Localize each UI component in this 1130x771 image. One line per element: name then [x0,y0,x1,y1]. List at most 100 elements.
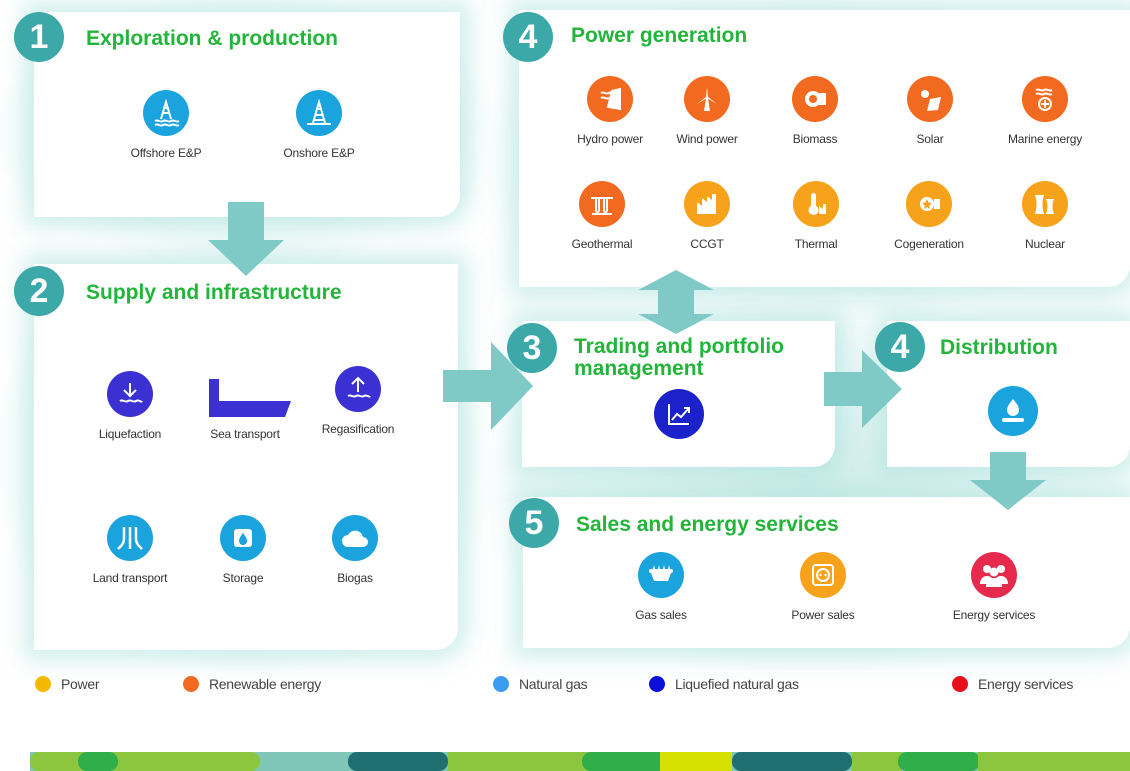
wind-turbine-icon [684,76,730,122]
supply-panel [34,264,458,650]
biomass-item: Biomass [760,76,870,146]
legend-label: Renewable energy [209,676,321,692]
biogas-item: Biogas [300,515,410,585]
arrow-updown-icon [638,270,714,334]
energy-services-item: Energy services [939,552,1049,622]
arrow-right-icon [443,342,533,430]
offshore-platform-icon [143,90,189,136]
item-label: Biomass [792,132,838,146]
legend-item-lng: Liquefied natural gas [649,676,799,692]
arrow-right-icon [824,350,902,428]
item-label: Storage [222,571,264,585]
legend-item-natural-gas: Natural gas [493,676,588,692]
ship-icon [199,371,291,417]
item-label: Power sales [791,608,855,622]
solar-item: Solar [875,76,985,146]
distribution-title: Distribution [940,336,1058,359]
storage-item: Storage [188,515,298,585]
biomass-icon [792,76,838,122]
item-label: Hydro power [577,132,643,146]
legend-dot [183,676,199,692]
distribution-item [958,386,1068,436]
item-label: Regasification [321,422,395,436]
gas-burner-icon [638,552,684,598]
legend-label: Natural gas [519,676,588,692]
power-generation-title: Power generation [571,24,748,47]
item-label: Wind power [676,132,738,146]
legend-label: Power [61,676,100,692]
people-group-icon [971,552,1017,598]
exploration-title: Exploration & production [86,27,338,50]
power-generation-panel [519,10,1130,287]
step-badge-4: 4 [503,12,553,62]
cooling-tower-icon [1022,181,1068,227]
sales-title: Sales and energy services [576,513,839,536]
marine-energy-icon [1022,76,1068,122]
land-transport-item: Land transport [75,515,185,585]
step-badge-4-distribution: 4 [875,322,925,372]
legend-dot [952,676,968,692]
storage-tank-icon [220,515,266,561]
thermometer-icon [793,181,839,227]
item-label: Land transport [92,571,168,585]
nuclear-item: Nuclear [990,181,1100,251]
item-label: Marine energy [1007,132,1083,146]
item-label: Gas sales [635,608,687,622]
step-badge-5: 5 [509,498,559,548]
chart-trend-icon [654,389,704,439]
thermal-item: Thermal [761,181,871,251]
legend-item-renewable: Renewable energy [183,676,321,692]
item-label: Biogas [337,571,373,585]
liquefaction-icon [107,371,153,417]
item-label: Cogeneration [894,237,964,251]
legend-dot [649,676,665,692]
geothermal-icon [579,181,625,227]
item-label: Onshore E&P [283,146,355,160]
wind-power-item: Wind power [652,76,762,146]
legend-item-power: Power [35,676,99,692]
item-label: Geothermal [571,237,633,251]
item-label: CCGT [690,237,724,251]
hydro-power-item: Hydro power [555,76,665,146]
item-label: Nuclear [1025,237,1065,251]
cloud-icon [332,515,378,561]
regasification-icon [335,366,381,412]
decorative-stripe [30,752,1130,771]
pipeline-icon [107,515,153,561]
onshore-rig-icon [296,90,342,136]
offshore-ep-item: Offshore E&P [111,90,221,160]
cogeneration-icon [906,181,952,227]
ccgt-plant-icon [684,181,730,227]
solar-panel-icon [907,76,953,122]
gas-flame-icon [988,386,1038,436]
item-label: Offshore E&P [130,146,202,160]
step-badge-3: 3 [507,323,557,373]
item-label: Sea transport [210,427,280,441]
step-badge-1: 1 [14,12,64,62]
sea-transport-item: Sea transport [190,371,300,441]
legend-dot [35,676,51,692]
geothermal-item: Geothermal [547,181,657,251]
trading-title-line2: management [574,357,704,380]
trading-item [624,389,734,439]
power-sales-item: Power sales [768,552,878,622]
onshore-ep-item: Onshore E&P [264,90,374,160]
cogeneration-item: Cogeneration [874,181,984,251]
legend-dot [493,676,509,692]
power-socket-icon [800,552,846,598]
supply-title: Supply and infrastructure [86,281,342,304]
item-label: Liquefaction [98,427,162,441]
arrow-down-icon [208,202,284,276]
exploration-panel [34,12,460,217]
step-badge-2: 2 [14,266,64,316]
gas-sales-item: Gas sales [606,552,716,622]
legend-label: Energy services [978,676,1074,692]
trading-title-line1: Trading and portfolio [574,335,784,358]
legend-item-energy-services: Energy services [952,676,1073,692]
item-label: Solar [916,132,944,146]
legend-label: Liquefied natural gas [675,676,799,692]
arrow-down-icon [970,452,1046,510]
marine-energy-item: Marine energy [990,76,1100,146]
liquefaction-item: Liquefaction [75,371,185,441]
ccgt-item: CCGT [652,181,762,251]
